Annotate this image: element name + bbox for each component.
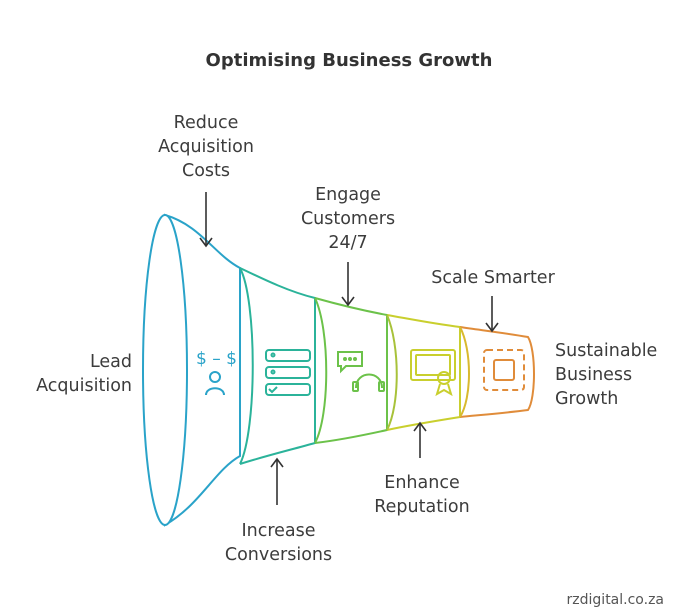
label-line: Costs xyxy=(181,161,231,181)
label-line: Conversions xyxy=(224,545,333,565)
certificate-icon xyxy=(410,349,456,397)
segment-divider-3 xyxy=(386,314,398,431)
label-line: Sustainable xyxy=(555,341,658,361)
label-line: Customers xyxy=(300,209,396,229)
label-line: Reputation xyxy=(374,497,470,517)
arrow-engage xyxy=(341,262,355,307)
label-line: 24/7 xyxy=(328,233,368,253)
funnel-segment-engage xyxy=(314,297,388,444)
arrow-conversions xyxy=(270,457,284,505)
label-sustainable-business-growth: Sustainable Business Growth xyxy=(555,339,695,411)
label-line: Lead xyxy=(89,352,132,372)
segment-divider-2 xyxy=(314,297,328,444)
chat-headset-icon xyxy=(337,351,385,392)
funnel-segment-scale xyxy=(459,326,535,418)
svg-text:$ – $: $ – $ xyxy=(196,349,237,369)
label-scale-smarter: Scale Smarter xyxy=(418,266,568,290)
arrow-scale xyxy=(485,296,499,333)
funnel-segment-reputation xyxy=(386,314,461,431)
label-line: Acquisition xyxy=(158,137,254,157)
label-engage-customers: Engage Customers 24/7 xyxy=(278,183,418,255)
label-enhance-reputation: Enhance Reputation xyxy=(352,471,492,519)
arrow-reputation xyxy=(413,421,427,458)
segment-divider-4 xyxy=(459,326,470,418)
label-line: Increase xyxy=(241,521,316,541)
label-line: Acquisition xyxy=(36,376,132,396)
label-line: Business xyxy=(555,365,633,385)
label-line: Scale Smarter xyxy=(431,268,555,288)
footer-domain: rzdigital.co.za xyxy=(566,592,664,608)
label-line: Engage xyxy=(315,185,381,205)
label-line: Enhance xyxy=(384,473,460,493)
label-reduce-acquisition-costs: Reduce Acquisition Costs xyxy=(136,111,276,183)
arrow-reduce xyxy=(199,192,213,248)
scale-frame-icon xyxy=(483,349,525,391)
label-line: Growth xyxy=(555,389,619,409)
label-line: Reduce xyxy=(173,113,239,133)
label-lead-acquisition: Lead Acquisition xyxy=(10,350,132,398)
diagram-title: Optimising Business Growth xyxy=(205,50,493,71)
segment-divider-1 xyxy=(239,267,254,465)
funnel-mouth xyxy=(142,214,188,526)
checklist-icon xyxy=(265,349,311,396)
label-increase-conversions: Increase Conversions xyxy=(206,519,351,567)
money-person-icon: $ – $ xyxy=(196,349,237,396)
